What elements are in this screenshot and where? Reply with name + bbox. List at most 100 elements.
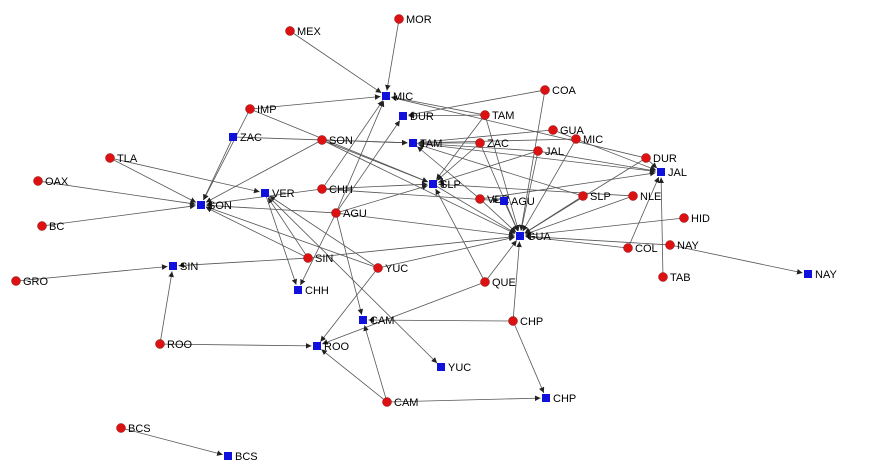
node-marker-square bbox=[804, 270, 812, 278]
node-marker-square bbox=[516, 232, 524, 240]
edge-c_BCS-to-s_BCS bbox=[125, 428, 223, 456]
node-c_HID: HID bbox=[679, 213, 710, 225]
node-marker-circle bbox=[623, 243, 633, 253]
edge-c_TAM-to-s_GUA bbox=[485, 119, 520, 231]
node-marker-square bbox=[359, 316, 367, 324]
edge-c_NLE-to-s_SLP bbox=[438, 181, 629, 197]
node-label: JAL bbox=[545, 146, 564, 158]
node-marker-circle bbox=[578, 191, 588, 201]
node-marker-square bbox=[409, 139, 417, 147]
node-s_NAY: NAY bbox=[804, 269, 837, 281]
node-label: MIC bbox=[393, 91, 413, 103]
edge-s_VER-to-s_YUC bbox=[267, 195, 438, 364]
edge-c_AGU-to-s_GUA bbox=[340, 213, 515, 238]
edge-c_TAM-to-s_MIC bbox=[391, 95, 481, 115]
node-marker-circle bbox=[658, 272, 668, 282]
node-marker-circle bbox=[331, 208, 341, 218]
edge-s_SLP-to-s_GUA bbox=[436, 185, 516, 234]
node-s_TAM: TAM bbox=[409, 138, 442, 150]
node-c_ROO: ROO bbox=[155, 339, 193, 351]
edge-c_VER-to-s_JAL bbox=[484, 170, 656, 199]
node-c_TLA: TLA bbox=[105, 153, 138, 165]
edge-c_VER-to-s_GUA bbox=[483, 201, 517, 233]
node-c_ZAC: ZAC bbox=[475, 138, 509, 150]
node-s_SIN: SIN bbox=[169, 261, 198, 273]
node-label: MEX bbox=[297, 26, 322, 38]
edge-c_CAM-to-s_CHP bbox=[391, 395, 541, 403]
edge-c_COL-to-s_GUA bbox=[525, 234, 624, 248]
node-marker-circle bbox=[628, 191, 638, 201]
node-label: COL bbox=[635, 243, 658, 255]
node-marker-circle bbox=[317, 184, 327, 194]
node-c_OAX: OAX bbox=[33, 176, 69, 188]
edge-c_CAM-to-s_ROO bbox=[321, 349, 384, 400]
node-marker-circle bbox=[382, 397, 392, 407]
node-s_CHH: CHH bbox=[294, 285, 329, 297]
node-marker-circle bbox=[303, 253, 313, 263]
edge-c_SLP-to-s_TAM bbox=[418, 143, 579, 196]
edge-c_AGU-to-s_SLP bbox=[340, 184, 428, 213]
edge-c_AGU-to-s_DUR bbox=[338, 120, 401, 210]
node-c_DUR: DUR bbox=[641, 153, 677, 165]
node-s_JAL: JAL bbox=[657, 167, 687, 179]
node-s_BCS: BCS bbox=[224, 451, 258, 463]
node-label: SON bbox=[329, 135, 353, 147]
node-label: NAY bbox=[677, 240, 699, 252]
edge-c_TAB-to-s_JAL bbox=[658, 177, 665, 273]
edge-c_TAM-to-s_DUR bbox=[408, 113, 481, 119]
node-label: HID bbox=[691, 213, 710, 225]
node-label: TAM bbox=[420, 138, 442, 150]
edge-c_NAY-to-s_GUA bbox=[525, 233, 666, 246]
node-c_QUE: QUE bbox=[480, 277, 516, 289]
edge-c_IMP-to-s_MIC bbox=[254, 94, 381, 109]
edge-c_CHP-to-s_GUA bbox=[513, 241, 522, 317]
node-marker-circle bbox=[105, 153, 115, 163]
node-marker-circle bbox=[540, 85, 550, 95]
edge-c_CHP-to-s_CHP bbox=[514, 324, 545, 394]
node-c_IMP: IMP bbox=[245, 104, 277, 116]
edge-c_DUR-to-s_MIC bbox=[391, 95, 642, 158]
node-label: ROO bbox=[167, 339, 193, 351]
edge-c_AGU-to-s_SON bbox=[206, 202, 332, 214]
edge-c_QUE-to-s_ROO bbox=[321, 283, 481, 345]
node-s_MIC: MIC bbox=[382, 91, 413, 103]
node-c_MOR: MOR bbox=[394, 14, 432, 26]
node-c_GRO: GRO bbox=[11, 276, 49, 288]
node-c_JAL: JAL bbox=[533, 146, 564, 158]
node-marker-circle bbox=[480, 277, 490, 287]
edge-c_TLA-to-s_VER bbox=[114, 158, 260, 194]
node-marker-square bbox=[542, 394, 550, 402]
edges-layer bbox=[20, 23, 803, 456]
node-marker-circle bbox=[475, 138, 485, 148]
edge-c_QUE-to-s_SLP bbox=[435, 188, 484, 279]
edge-c_AGU-to-s_CHH bbox=[300, 216, 335, 286]
edge-c_CHH-to-s_MIC bbox=[324, 100, 384, 186]
edge-c_YUC-to-s_SON bbox=[206, 206, 374, 267]
edge-c_COA-to-s_DUR bbox=[408, 90, 541, 117]
node-c_BCS: BCS bbox=[116, 423, 151, 435]
node-marker-circle bbox=[373, 263, 383, 273]
edge-c_AGU-to-s_CAM bbox=[336, 217, 364, 315]
edge-c_YUC-to-s_ROO bbox=[320, 271, 376, 342]
node-c_NLE: NLE bbox=[628, 191, 661, 203]
node-marker-circle bbox=[394, 14, 404, 24]
node-s_GUA: GUA bbox=[516, 231, 552, 243]
node-marker-circle bbox=[480, 110, 490, 120]
node-marker-square bbox=[500, 197, 508, 205]
node-marker-square bbox=[437, 363, 445, 371]
edge-c_SIN-to-s_GUA bbox=[312, 234, 515, 258]
node-label: AGU bbox=[343, 208, 367, 220]
node-label: SLP bbox=[440, 179, 461, 191]
node-label: NLE bbox=[640, 191, 661, 203]
node-marker-circle bbox=[116, 423, 126, 433]
edge-c_COA-to-s_GUA bbox=[519, 94, 545, 231]
node-s_YUC: YUC bbox=[437, 362, 471, 374]
node-c_TAB: TAB bbox=[658, 272, 691, 284]
node-s_VER: VER bbox=[261, 188, 295, 200]
node-marker-circle bbox=[641, 153, 651, 163]
edge-c_TLA-to-s_SON bbox=[113, 159, 197, 203]
edge-c_SIN-to-s_SON bbox=[205, 207, 305, 257]
node-label: SON bbox=[208, 200, 232, 212]
node-label: ROO bbox=[324, 341, 350, 353]
node-label: BC bbox=[49, 221, 64, 233]
